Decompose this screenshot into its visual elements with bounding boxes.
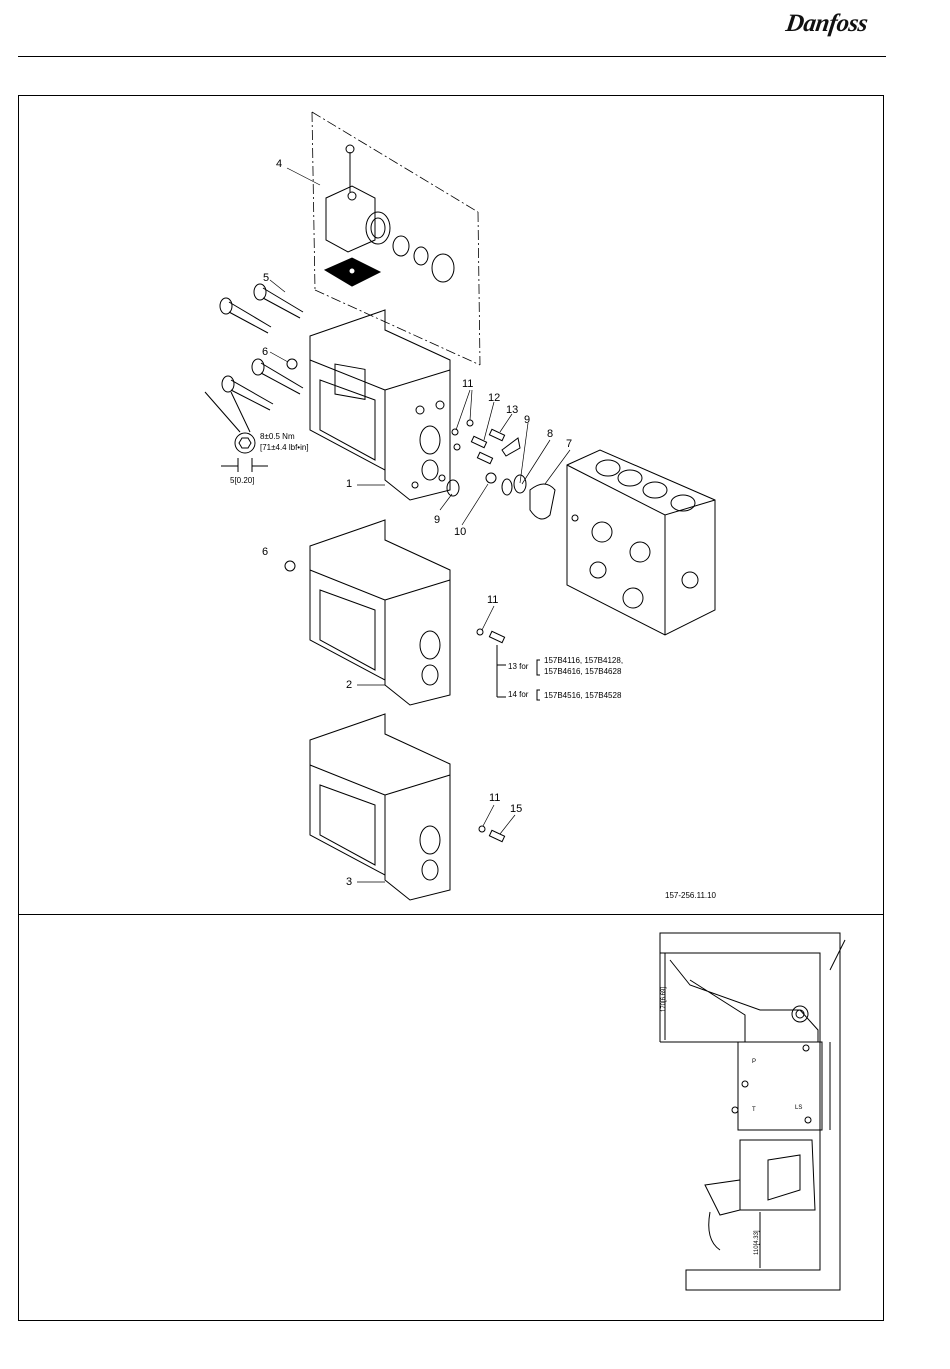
variant-13-line1: 157B4116, 157B4128, xyxy=(544,656,623,665)
variant-13-prefix: 13 for xyxy=(508,662,528,671)
callout-12: 12 xyxy=(488,392,500,404)
callout-13: 13 xyxy=(506,404,518,416)
hex-size: 5[0.20] xyxy=(230,476,254,485)
callout-11c: 11 xyxy=(489,792,500,804)
seal-parts xyxy=(447,420,555,519)
port-t: T xyxy=(752,1104,756,1116)
variant-13-line2: 157B4616, 157B4628 xyxy=(544,667,621,676)
callout-11a: 11 xyxy=(462,378,473,390)
torque-line2: [71±4.4 lbf•in] xyxy=(260,443,309,452)
callout-10: 10 xyxy=(454,526,466,538)
port-ls: LS xyxy=(795,1102,802,1114)
variant-14-line1: 157B4516, 157B4528 xyxy=(544,691,621,700)
callout-6b: 6 xyxy=(262,546,268,558)
dim-bottom: 110[4.33] xyxy=(754,1230,760,1255)
module-1 xyxy=(310,310,450,500)
callout-6a: 6 xyxy=(262,346,268,358)
dim-top: 170[6.69] xyxy=(661,987,667,1012)
connector-parts xyxy=(325,145,454,286)
port-p: P xyxy=(752,1056,756,1068)
variant-14-prefix: 14 for xyxy=(508,690,528,699)
callout-7: 7 xyxy=(566,438,572,450)
callout-8: 8 xyxy=(547,428,553,440)
callout-3: 3 xyxy=(346,876,352,888)
drawing-number: 157-256.11.10 xyxy=(665,891,716,900)
callout-4: 4 xyxy=(276,158,282,170)
callout-9a: 9 xyxy=(524,414,530,426)
callout-5: 5 xyxy=(263,272,269,284)
torque-line1: 8±0.5 Nm xyxy=(260,432,295,441)
callout-9b: 9 xyxy=(434,514,440,526)
module-3 xyxy=(310,714,505,900)
base-block xyxy=(567,450,715,635)
callout-2: 2 xyxy=(346,679,352,691)
callout-11b: 11 xyxy=(487,594,498,606)
module-2 xyxy=(285,520,540,705)
callout-1: 1 xyxy=(346,478,352,490)
callout-15: 15 xyxy=(510,803,522,815)
